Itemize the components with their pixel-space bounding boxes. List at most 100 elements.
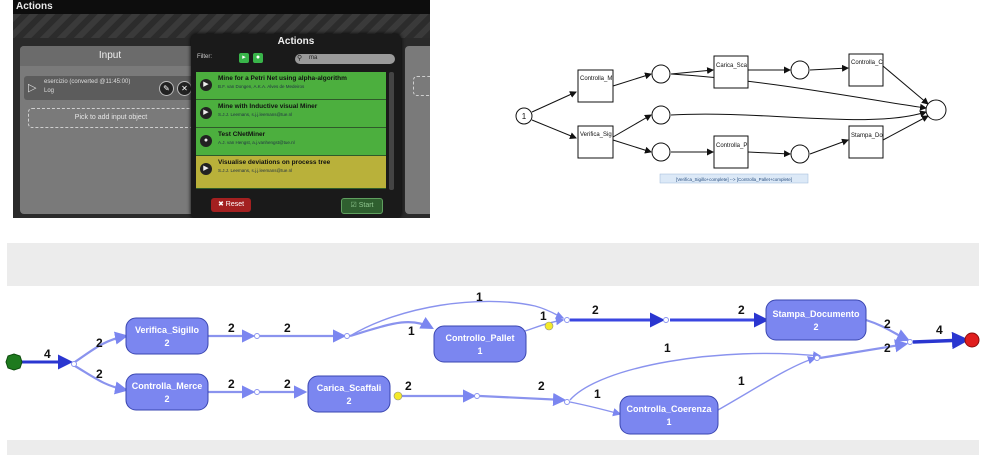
junction bbox=[71, 361, 77, 367]
input-object-name: esercizio (converted @11:45:00) bbox=[44, 79, 131, 85]
transition[interactable]: Stampa_Do bbox=[848, 125, 884, 159]
separator-band bbox=[7, 243, 979, 286]
edge-label: 2 bbox=[884, 341, 891, 355]
activity-stampa-documento[interactable]: Stampa_Documento 2 bbox=[765, 299, 867, 341]
log-icon: ▷ bbox=[28, 82, 37, 94]
transition[interactable]: Carica_Sca bbox=[713, 55, 749, 89]
edge-label: 2 bbox=[228, 377, 235, 391]
filter-bulb-icon[interactable]: ● bbox=[253, 53, 263, 63]
start-node[interactable] bbox=[5, 353, 23, 371]
start-button[interactable]: ☑ Start bbox=[341, 198, 383, 214]
edge-label: 2 bbox=[592, 303, 599, 317]
node-label: 1 bbox=[477, 346, 482, 356]
edge-label: 2 bbox=[538, 379, 545, 393]
edge-label: 2 bbox=[405, 379, 412, 393]
action-title: Mine for a Petri Net using alpha-algorit… bbox=[218, 75, 347, 82]
action-item[interactable]: ▶ Mine for a Petri Net using alpha-algor… bbox=[196, 72, 386, 100]
actions-list: ▶ Mine for a Petri Net using alpha-algor… bbox=[196, 72, 386, 190]
reset-button[interactable]: ✖ Reset bbox=[211, 198, 251, 212]
action-title: Mine with Inductive visual Miner bbox=[218, 103, 318, 110]
prom-actions-window: Actions Input ▷ esercizio (converted @11… bbox=[13, 0, 430, 218]
edge-label: 1 bbox=[476, 290, 483, 304]
node-label: Controlla_C bbox=[851, 60, 883, 66]
node-label: 2 bbox=[346, 396, 351, 406]
edit-icon[interactable]: ✎ bbox=[159, 81, 174, 96]
node-label: Controlla_Coerenza bbox=[626, 404, 712, 414]
edge-label: 2 bbox=[96, 336, 103, 350]
node-label: Carica_Sca bbox=[716, 63, 748, 69]
search-icon: ⚲ bbox=[297, 55, 303, 62]
activity-carica-scaffali[interactable]: Carica_Scaffali 2 bbox=[307, 375, 391, 413]
activity-verifica-sigillo[interactable]: Verifica_Sigillo 2 bbox=[125, 317, 209, 355]
activity-controlla-merce[interactable]: Controlla_Merce 2 bbox=[125, 373, 209, 411]
start-label: Start bbox=[358, 202, 374, 209]
actions-panel-header: Actions bbox=[277, 36, 315, 47]
petri-net-graph: 1 Controlla_M Verifica_Sig Carica_Sca Co… bbox=[515, 53, 947, 184]
action-item[interactable]: ▶ Mine with Inductive visual Miner S.J.J… bbox=[196, 100, 386, 128]
transition[interactable]: Verifica_Sig bbox=[577, 125, 614, 159]
token-marker bbox=[393, 391, 403, 401]
node-label: 2 bbox=[164, 338, 169, 348]
junction bbox=[254, 333, 260, 339]
node-label: 2 bbox=[813, 322, 818, 332]
junction bbox=[663, 317, 669, 323]
play-icon: ▶ bbox=[200, 163, 212, 175]
reset-label: Reset bbox=[225, 201, 245, 208]
node-label: Controllo_Pallet bbox=[445, 333, 514, 343]
transition[interactable]: Controlla_P bbox=[713, 135, 749, 169]
search-input[interactable]: ⚲ ma bbox=[295, 54, 395, 64]
node-label: Controlla_M bbox=[580, 76, 612, 82]
end-place[interactable] bbox=[925, 99, 947, 121]
filter-label: Filter: bbox=[197, 54, 212, 60]
action-item[interactable]: ▶ Visualise deviations on process tree S… bbox=[196, 156, 386, 189]
junction bbox=[344, 333, 350, 339]
place[interactable] bbox=[790, 144, 810, 164]
edge-label: 1 bbox=[594, 387, 601, 401]
place[interactable] bbox=[651, 142, 671, 162]
token-marker bbox=[544, 321, 554, 331]
activity-controllo-pallet[interactable]: Controllo_Pallet 1 bbox=[433, 325, 527, 363]
close-icon[interactable]: ✕ bbox=[177, 81, 192, 96]
junction bbox=[564, 317, 570, 323]
place[interactable] bbox=[651, 105, 671, 125]
edge-label: 1 bbox=[540, 309, 547, 323]
transition[interactable]: Controlla_M bbox=[577, 69, 614, 103]
node-label: Stampa_Do bbox=[851, 133, 883, 139]
edge-label: 2 bbox=[284, 377, 291, 391]
input-panel-header: Input bbox=[20, 46, 200, 66]
bulb-icon: ● bbox=[200, 135, 212, 147]
action-item[interactable]: ● Test CNetMiner A.J. van Hengst, a.j.va… bbox=[196, 128, 386, 156]
actions-scrollbar[interactable] bbox=[389, 72, 394, 190]
reset-icon: ✖ bbox=[217, 201, 224, 208]
action-title: Test CNetMiner bbox=[218, 131, 266, 138]
edge-label: 2 bbox=[284, 321, 291, 335]
action-author: A.J. van Hengst, a.j.vanhengst@tue.nl bbox=[218, 140, 295, 145]
end-node[interactable] bbox=[964, 332, 980, 348]
edge-label: 2 bbox=[738, 303, 745, 317]
junction bbox=[814, 355, 820, 361]
action-author: S.J.J. Leemans, s.j.j.leemans@tue.nl bbox=[218, 168, 293, 173]
junction bbox=[564, 399, 570, 405]
junction bbox=[474, 393, 480, 399]
place[interactable] bbox=[651, 64, 671, 84]
activity-controlla-coerenza[interactable]: Controlla_Coerenza 1 bbox=[619, 395, 719, 435]
start-icon: ☑ bbox=[350, 202, 357, 209]
output-dropzone[interactable] bbox=[413, 76, 430, 96]
token-count: 1 bbox=[522, 112, 527, 121]
transition[interactable]: Controlla_C bbox=[848, 53, 884, 87]
place[interactable] bbox=[790, 60, 810, 80]
start-place[interactable]: 1 bbox=[515, 107, 533, 125]
footer-band bbox=[7, 440, 979, 455]
edge-label: 1 bbox=[664, 341, 671, 355]
input-object[interactable]: ▷ esercizio (converted @11:45:00) Log ✎ … bbox=[24, 76, 196, 100]
play-icon: ▶ bbox=[200, 79, 212, 91]
filter-toggle-icon[interactable]: ▸ bbox=[239, 53, 249, 63]
edge-label: 2 bbox=[228, 321, 235, 335]
add-input-dropzone[interactable]: Pick to add input object bbox=[28, 108, 194, 128]
input-panel: Input ▷ esercizio (converted @11:45:00) … bbox=[20, 46, 200, 214]
node-label: 2 bbox=[164, 394, 169, 404]
node-label: Carica_Scaffali bbox=[317, 383, 382, 393]
node-label: Verifica_Sig bbox=[580, 132, 612, 138]
search-text: ma bbox=[309, 55, 318, 61]
node-label: Controlla_Merce bbox=[132, 381, 203, 391]
